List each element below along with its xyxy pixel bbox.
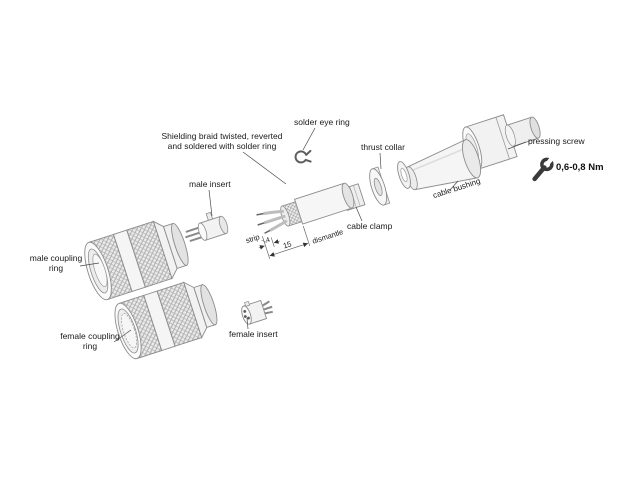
solder-eye-ring-part	[294, 149, 312, 164]
label-cable-clamp: cable clamp	[347, 221, 393, 231]
label-pressing-screw: pressing screw	[528, 136, 585, 146]
label-female-insert: female insert	[229, 329, 278, 339]
label-torque-value: 0,6-0,8 Nm	[556, 162, 604, 173]
label-strip: strip	[244, 232, 260, 245]
label-dismantle: dismantle	[311, 227, 344, 245]
stripped-wires	[256, 209, 288, 234]
prepared-cable-part: strip 4 15 dismantle	[244, 182, 355, 260]
label-shielding-braid: Shielding braid twisted, reverted and so…	[161, 131, 283, 152]
label-solder-eye-ring: solder eye ring	[294, 117, 350, 127]
male-coupling-ring-part	[84, 220, 189, 301]
cable-bushing-part: cable bushing	[405, 139, 481, 200]
leader-lines	[79, 127, 527, 343]
female-insert-part	[241, 299, 273, 325]
label-male-coupling-ring: male coupling ring	[29, 253, 83, 274]
male-insert-part	[185, 211, 229, 243]
thrust-collar-part	[369, 166, 391, 206]
female-coupling-ring-part	[114, 281, 218, 360]
dim-strip-value: 4	[265, 237, 271, 245]
label-male-insert: male insert	[189, 179, 231, 189]
dim-dismantle-value: 15	[282, 239, 293, 250]
label-female-coupling-ring: female coupling ring	[60, 331, 120, 352]
wrench-icon	[532, 156, 554, 182]
seal-ring-part	[397, 161, 411, 189]
label-thrust-collar: thrust collar	[361, 142, 405, 152]
dimension-lines	[258, 225, 310, 260]
